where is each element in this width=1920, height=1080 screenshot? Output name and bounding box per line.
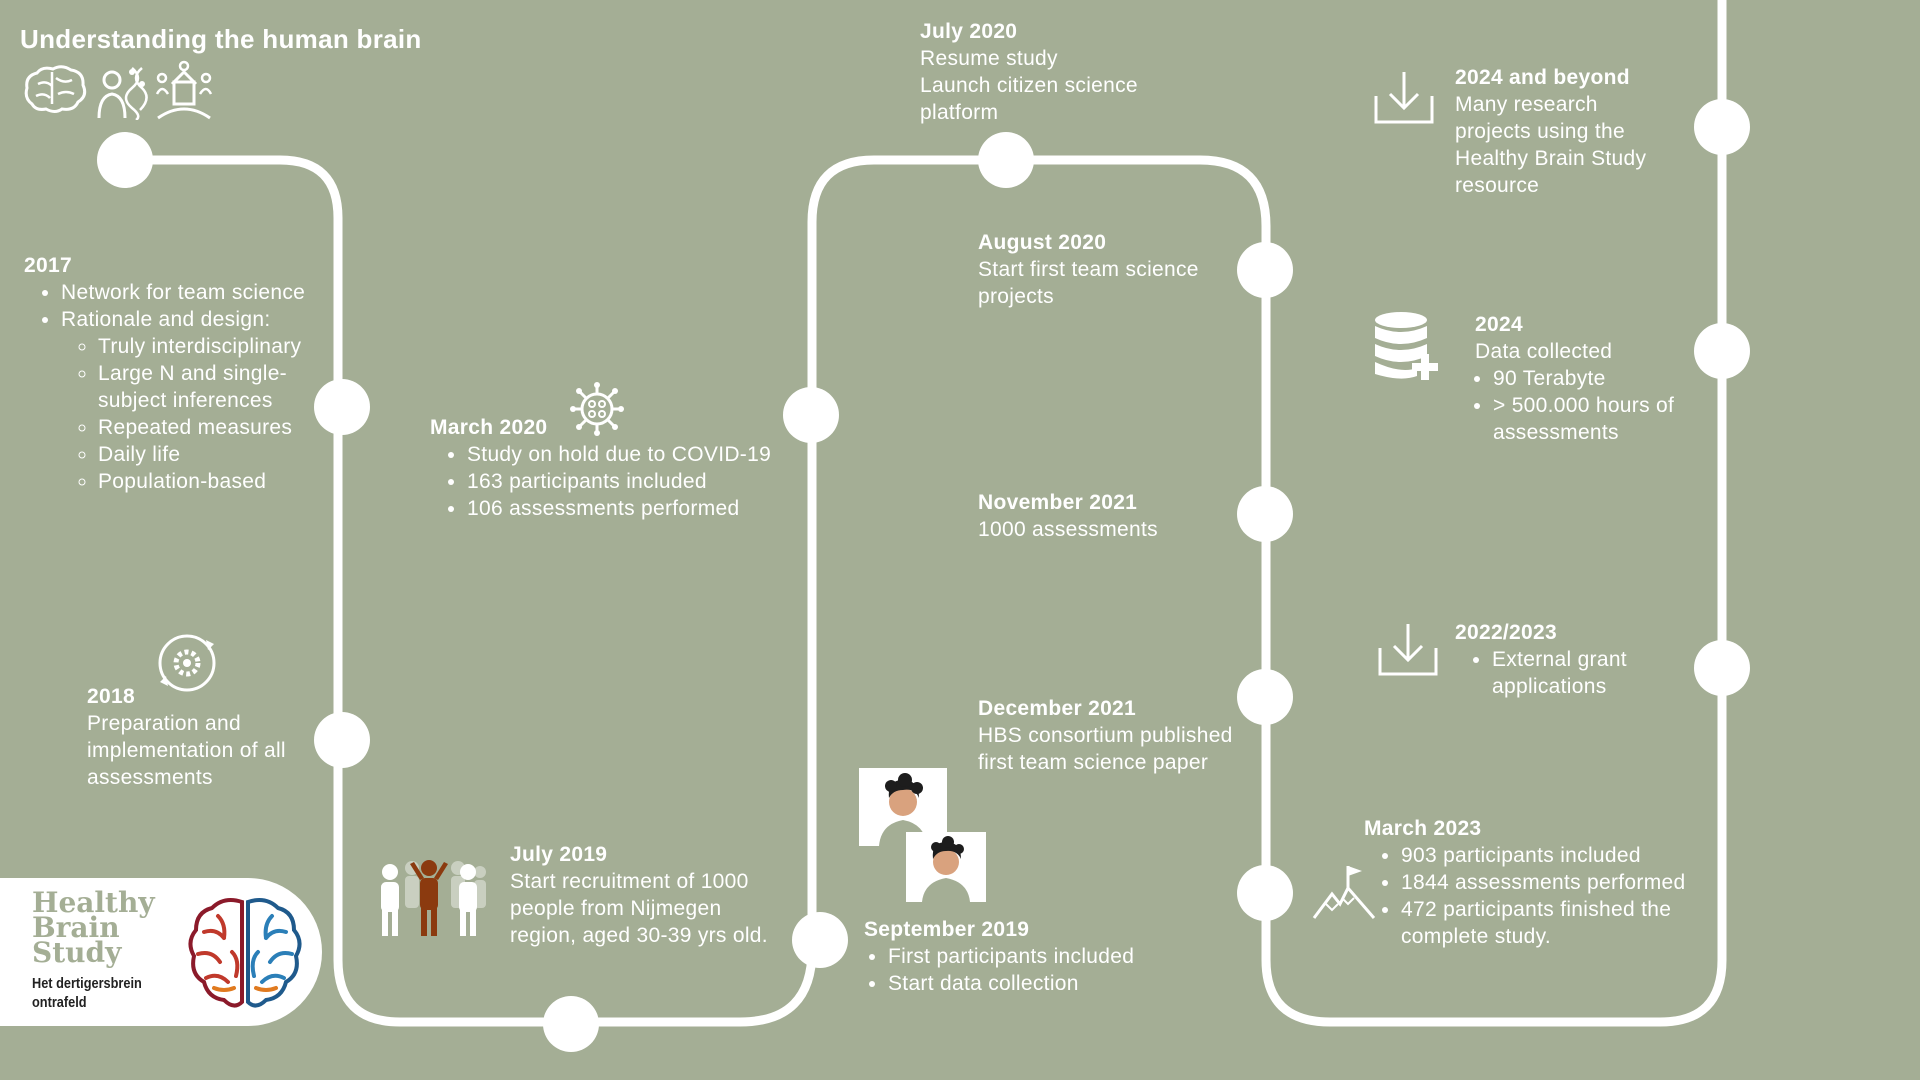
database-add-icon	[1375, 312, 1438, 380]
milestone-dot-nov2021	[1237, 486, 1293, 542]
milestone-title: 2022/2023	[1455, 621, 1557, 644]
milestone-text: Start first team science projects	[978, 258, 1199, 308]
milestone-dot-2018	[314, 712, 370, 768]
dna-person-icon	[97, 67, 148, 120]
participant-photo	[906, 832, 986, 902]
milestone-dot-beyond	[1694, 99, 1750, 155]
download-icon	[1374, 72, 1434, 124]
milestone-dot-sep2019	[792, 912, 848, 968]
milestone-text: Preparation and implementation of all as…	[87, 712, 286, 789]
milestone-title: August 2020	[978, 231, 1107, 254]
milestone-dot-mar2023	[1237, 865, 1293, 921]
list-item: Rationale and design: Truly interdiscipl…	[61, 306, 354, 495]
brain-logo-icon	[188, 898, 302, 1008]
timeline-path	[125, 0, 1727, 1027]
milestone-dot-jul2020	[978, 132, 1034, 188]
milestone-2018: 2018 Preparation and implementation of a…	[87, 683, 317, 791]
milestone-2022-2023: 2022/2023 External grant applications	[1455, 619, 1685, 700]
milestone-text: HBS consortium published first team scie…	[978, 724, 1233, 774]
milestone-text: Start recruitment of 1000 people from Ni…	[510, 870, 768, 947]
milestone-text: Many research projects using the Healthy…	[1455, 93, 1647, 197]
milestone-2017: 2017 Network for team science Rationale …	[24, 252, 354, 495]
logo-wordmark: Healthy Brain Study	[32, 886, 155, 969]
people-group-icon	[381, 860, 486, 936]
milestone-dot-2024	[1694, 323, 1750, 379]
list-item: Daily life	[98, 441, 338, 468]
milestone-nov2021: November 2021 1000 assessments	[978, 489, 1228, 543]
brain-icon	[24, 65, 87, 113]
milestone-dot-start	[97, 132, 153, 188]
milestone-title: March 2020	[430, 416, 548, 439]
milestone-text: Resume study	[920, 47, 1058, 70]
milestone-text: Data collected	[1475, 340, 1613, 363]
community-icon	[155, 60, 213, 120]
milestone-dot-jul2019	[543, 996, 599, 1052]
milestone-dot-mar2020	[783, 387, 839, 443]
list-item: > 500.000 hours of assessments	[1493, 392, 1705, 446]
list-item: Network for team science	[61, 279, 354, 306]
page-title: Understanding the human brain	[20, 24, 422, 54]
list-item: Start data collection	[888, 970, 1204, 997]
milestone-dot-aug2020	[1237, 242, 1293, 298]
list-item: Repeated measures	[98, 414, 338, 441]
milestone-title: July 2019	[510, 843, 608, 866]
virus-icon	[570, 382, 624, 436]
list-item: Large N and single-subject inferences	[98, 360, 338, 414]
list-item: First participants included	[888, 943, 1204, 970]
list-item: 90 Terabyte	[1493, 365, 1705, 392]
list-item: External grant applications	[1492, 646, 1685, 700]
mountain-flag-icon	[1312, 866, 1376, 919]
milestone-title: 2024 and beyond	[1455, 66, 1630, 89]
milestone-title: 2024	[1475, 313, 1523, 336]
milestone-jul2020: July 2020 Resume study Launch citizen sc…	[920, 18, 1180, 126]
list-item: Population-based	[98, 468, 338, 495]
list-item: 163 participants included	[467, 468, 810, 495]
milestone-text: Launch citizen science platform	[920, 74, 1138, 124]
list-item: 472 participants finished the complete s…	[1401, 896, 1704, 950]
milestone-dec2021: December 2021 HBS consortium published f…	[978, 695, 1248, 776]
milestone-mar2020: March 2020 Study on hold due to COVID-19…	[430, 414, 810, 522]
milestone-mar2023: March 2023 903 participants included 184…	[1364, 815, 1704, 950]
milestone-title: 2018	[87, 685, 135, 708]
list-item: Study on hold due to COVID-19	[467, 441, 810, 468]
milestone-jul2019: July 2019 Start recruitment of 1000 peop…	[510, 841, 780, 949]
milestone-2024-beyond: 2024 and beyond Many research projects u…	[1455, 64, 1675, 199]
gear-cycle-icon	[158, 634, 216, 692]
milestone-2024: 2024 Data collected 90 Terabyte > 500.00…	[1475, 311, 1705, 446]
milestone-title: March 2023	[1364, 817, 1482, 840]
milestone-dot-dec2021	[1237, 669, 1293, 725]
list-item: 903 participants included	[1401, 842, 1704, 869]
milestone-aug2020: August 2020 Start first team science pro…	[978, 229, 1228, 310]
milestone-title: 2017	[24, 254, 72, 277]
milestone-dot-2022	[1694, 640, 1750, 696]
milestone-sep2019: September 2019 First participants includ…	[864, 916, 1204, 997]
milestone-text: 1000 assessments	[978, 518, 1158, 541]
milestone-title: July 2020	[920, 20, 1018, 43]
list-item: 106 assessments performed	[467, 495, 810, 522]
healthy-brain-study-logo: Healthy Brain Study Het dertigersbrein o…	[0, 878, 322, 1026]
logo-tagline: Het dertigersbrein ontrafeld	[32, 975, 142, 1011]
milestone-title: September 2019	[864, 918, 1030, 941]
milestone-dot-2017	[314, 379, 370, 435]
list-item: Truly interdisciplinary	[98, 333, 338, 360]
list-item: 1844 assessments performed	[1401, 869, 1704, 896]
download-icon	[1378, 624, 1438, 676]
milestone-title: December 2021	[978, 697, 1137, 720]
person-photo-icon	[922, 836, 970, 902]
milestone-title: November 2021	[978, 491, 1138, 514]
